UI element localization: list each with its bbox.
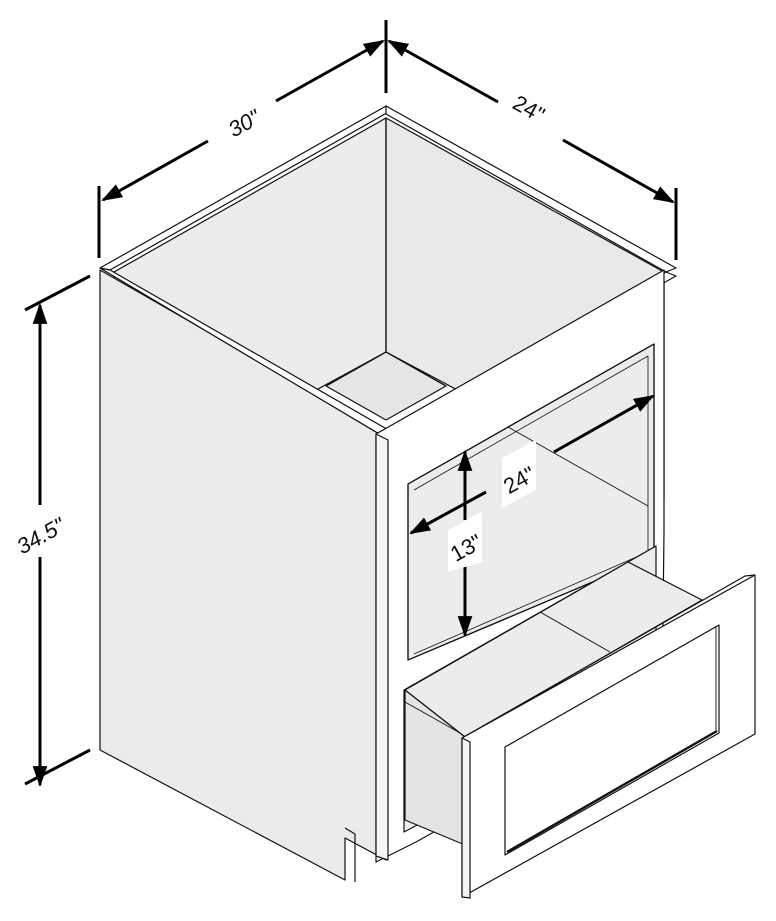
width-dim-line-a: [101, 139, 209, 202]
dimension-lines: [24, 20, 678, 788]
depth-label: 24": [509, 90, 549, 128]
height-extension-bottom: [24, 748, 91, 786]
opening-width-line-a: [553, 394, 655, 454]
height-extension-top: [24, 274, 91, 312]
face-frame-stile: [375, 433, 389, 861]
label-bg-opening-height: [448, 512, 482, 572]
opening-width-line-b: [409, 490, 487, 535]
label-bg-opening-width: [502, 440, 536, 508]
depth-dim-line-b: [562, 138, 675, 204]
drawer-front-edge: [461, 737, 471, 899]
depth-dim-line-a: [387, 39, 499, 104]
width-dim-line-b: [275, 39, 385, 103]
toe-kick: [344, 827, 356, 882]
drawer-panel: [504, 624, 720, 856]
height-label: 34.5": [12, 512, 69, 559]
width-label: 30": [224, 104, 265, 142]
drawer[interactable]: [404, 561, 756, 899]
